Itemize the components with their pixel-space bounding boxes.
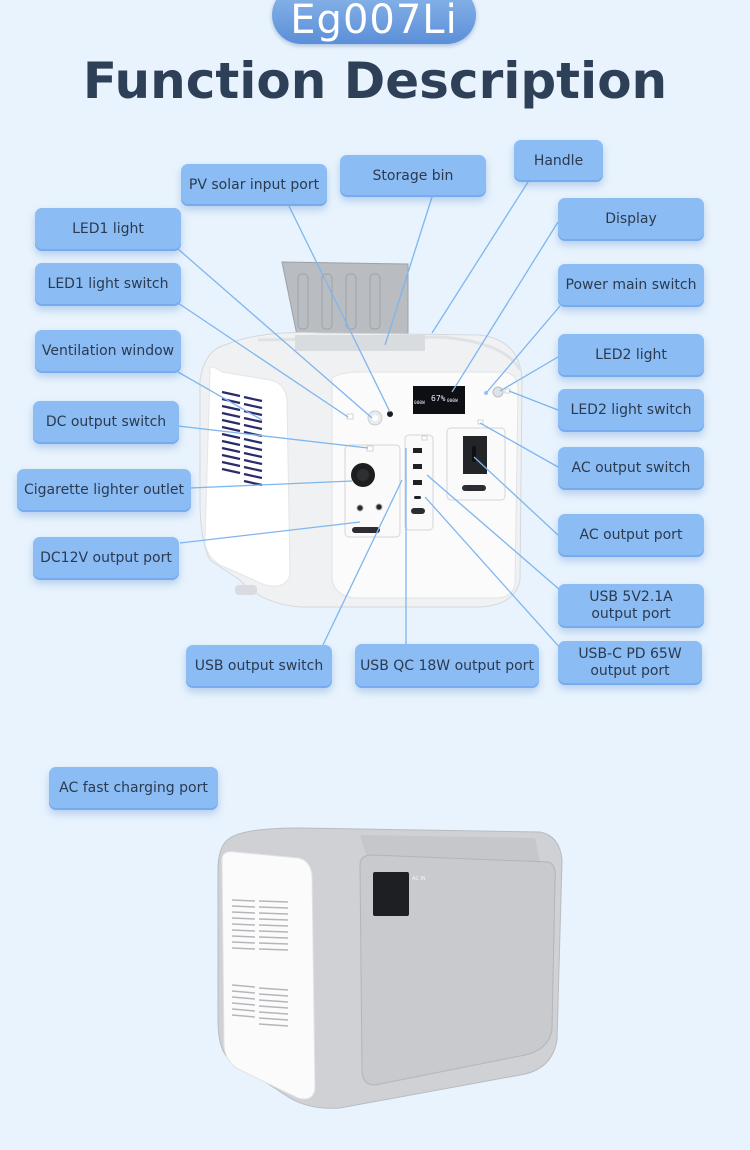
led2-switch [504,388,511,394]
usb-qc-slot [413,448,422,453]
dc-switch [366,445,374,452]
ac-in-mark: AC IN [412,876,426,882]
label-display: Display [558,198,704,241]
usb-5v-slot-2 [413,480,422,485]
power-indicator [484,391,488,395]
page-title: Function Description [82,52,668,110]
label-usb-5v-output-port: USB 5V2.1A output port [558,584,704,628]
label-usb-qc-output-port: USB QC 18W output port [355,644,539,688]
led2-lamp [492,386,504,398]
dc-port-2 [375,503,383,511]
label-storage-bin: Storage bin [340,155,486,197]
label-usb-output-switch: USB output switch [186,645,332,688]
ac-in-port [373,872,409,916]
dc-panel [344,444,401,538]
dc-port-1 [356,504,364,512]
back-device-illustration: AC IN [217,827,563,1109]
label-dc12v-output-port: DC12V output port [33,537,179,580]
label-power-main-switch: Power main switch [558,264,704,307]
usb-switch [421,435,428,441]
label-ac-output-switch: AC output switch [558,447,704,490]
label-led1-light: LED1 light [35,208,181,251]
label-ventilation-window: Ventilation window [35,330,181,373]
side-panel [204,366,291,587]
led1-switch [346,413,354,420]
label-cigarette-lighter-outlet: Cigarette lighter outlet [17,469,191,512]
label-led2-light-switch: LED2 light switch [558,389,704,432]
display-output-watts: 000W [447,398,458,404]
usb-c-slot [414,496,421,499]
label-led1-light-switch: LED1 light switch [35,263,181,306]
label-ac-fast-charging-port: AC fast charging port [49,767,218,810]
model-badge: Eg007Li [272,0,476,44]
label-dc-output-switch: DC output switch [33,401,179,444]
ac-switch [477,419,484,425]
display-input-watts: 000W [414,400,425,406]
label-usb-c-pd-output-port: USB-C PD 65W output port [558,641,702,685]
pv-in-port [387,411,393,417]
label-led2-light: LED2 light [558,334,704,377]
back-vent-slats [231,899,289,1027]
label-pv-solar-input-port: PV solar input port [181,164,327,206]
label-handle: Handle [514,140,603,182]
display-percent: 67% [431,394,446,403]
usb-5v-slot-1 [413,464,422,469]
model-name: Eg007Li [290,0,458,43]
back-side-panel [221,851,316,1100]
label-ac-output-port: AC output port [558,514,704,557]
